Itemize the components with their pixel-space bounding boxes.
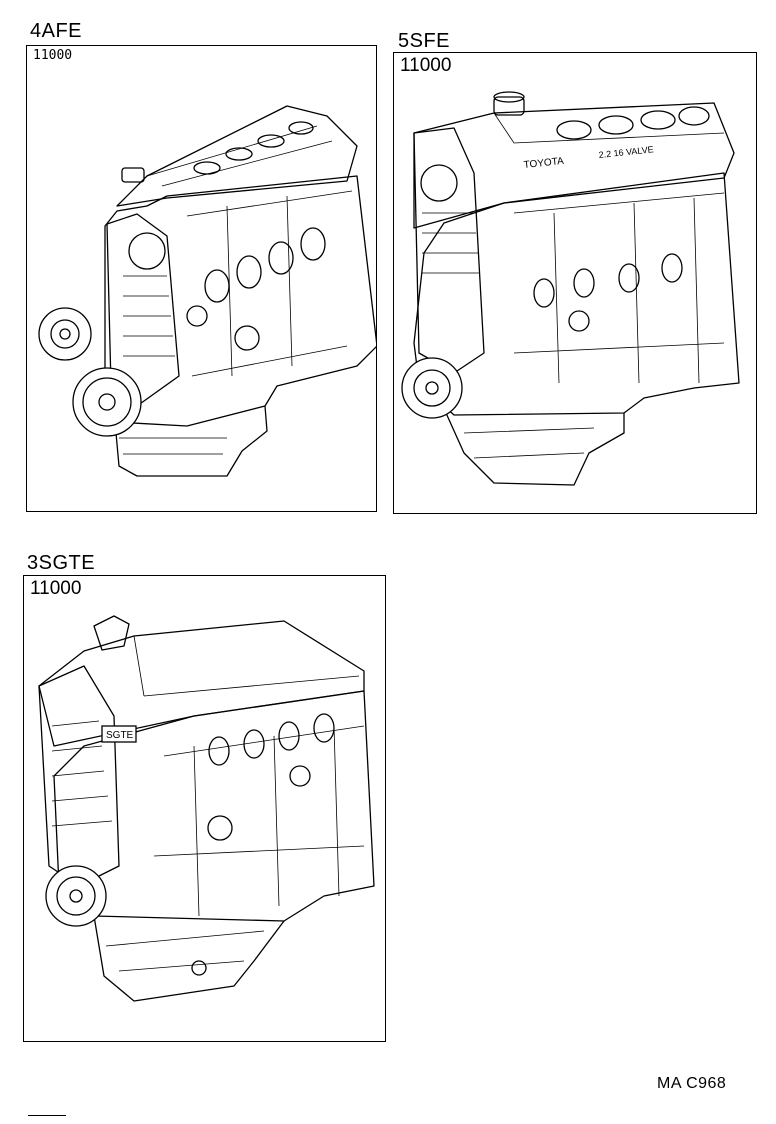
part-number-5sfe: 11000 <box>400 55 452 76</box>
part-number-4afe: 11000 <box>33 48 73 63</box>
timing-cover-badge <box>101 725 137 743</box>
engine-drawing-3sgte: SGTE <box>38 615 375 1002</box>
diagram-code: MA C968 <box>657 1075 727 1092</box>
engine-drawing-5sfe: TOYOTA 2.2 16 VALVE <box>401 91 740 486</box>
engine-label-3sgte: 3SGTE <box>27 552 96 574</box>
figure-panel-5sfe: 11000 TOYOTA 2.2 16 VALVE <box>393 52 757 514</box>
engine-label-5sfe: 5SFE <box>398 30 451 52</box>
head-cover-brand-text: TOYOTA <box>523 156 564 171</box>
scan-mark <box>28 1115 66 1116</box>
figure-panel-4afe: 11000 <box>26 45 377 512</box>
figure-panel-3sgte: 11000 SGTE <box>23 575 386 1042</box>
head-cover-model-text: 2.2 16 VALVE <box>598 144 654 160</box>
engine-drawing-4afe <box>38 105 376 477</box>
timing-cover-badge-text: SGTE <box>106 730 134 741</box>
part-number-3sgte: 11000 <box>30 578 82 599</box>
engine-label-4afe: 4AFE <box>30 20 83 42</box>
